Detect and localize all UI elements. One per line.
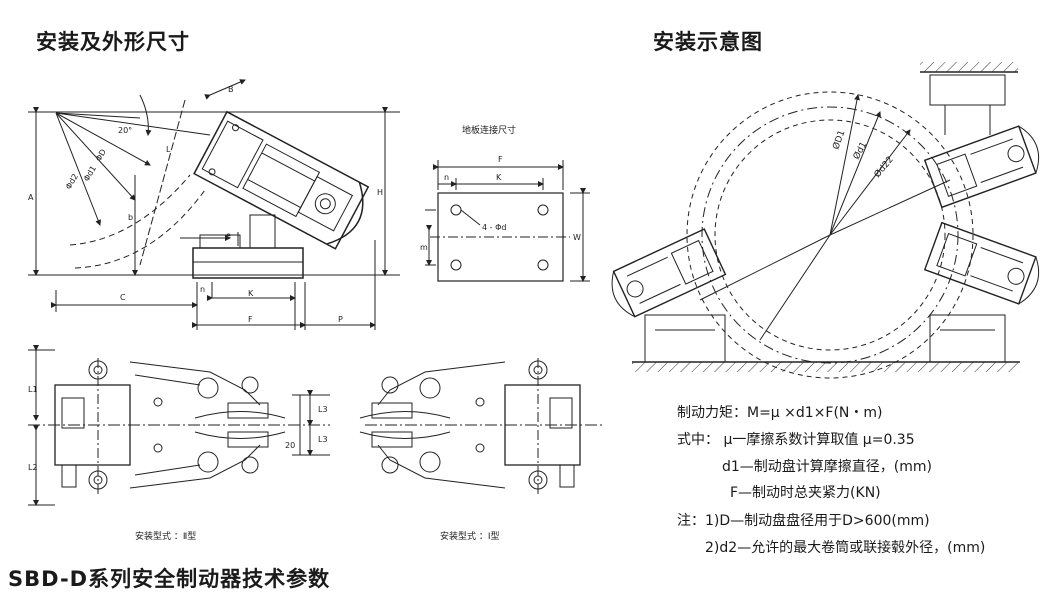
- floor-plate-drawing: [425, 160, 590, 282]
- label-L: L: [166, 145, 171, 154]
- type2-caption: 安装型式 ：Ⅱ型: [135, 530, 196, 542]
- label-F: F: [248, 315, 253, 324]
- circle-label-D1: ØD1: [830, 129, 847, 151]
- circle-label-d1: Ød1: [851, 140, 869, 162]
- floor-plate-labels: 地板连接尺寸 F K n W m 4 - Φd: [420, 124, 581, 252]
- floor-label-F: F: [498, 155, 503, 164]
- label-B: B: [228, 85, 234, 94]
- formula-line-1: 制动力矩：M=μ ×d1×F(N・m): [677, 405, 883, 421]
- section-title-install-diagram: 安装示意图: [653, 30, 763, 54]
- floor-label-n: n: [444, 173, 449, 182]
- type2-label-L3b: L3: [318, 435, 328, 444]
- formula-line-6: 2)d2—允许的最大卷筒或联接毂外径，(mm): [705, 540, 986, 556]
- floor-label-holes: 4 - Φd: [482, 223, 506, 232]
- type2-label-L2: L2: [28, 463, 38, 472]
- floor-label-m: m: [420, 243, 428, 252]
- circle-label-d22: Ød22: [872, 154, 896, 180]
- label-angle: 20°: [118, 126, 132, 135]
- install-diagram-labels: ØD1 Ød1 Ød22: [830, 129, 895, 180]
- label-e: e: [226, 231, 231, 240]
- type2-label-L3a: L3: [318, 405, 328, 414]
- floor-plate-title: 地板连接尺寸: [462, 124, 516, 136]
- section-title-install-dimensions: 安装及外形尺寸: [36, 30, 190, 54]
- label-phid2: Φd2: [64, 172, 80, 191]
- label-n: n: [200, 285, 205, 294]
- floor-label-W: W: [573, 233, 581, 242]
- label-H: H: [377, 188, 383, 197]
- formula-line-3: d1—制动盘计算摩擦直径，(mm): [722, 459, 932, 475]
- install-type1-drawing: [359, 358, 605, 495]
- formula-line-2: 式中： μ一摩擦系数计算取值 μ=0.35: [677, 432, 915, 448]
- label-phid1: Φd1: [82, 164, 98, 183]
- label-A: A: [28, 193, 34, 202]
- dimension-drawing: [28, 79, 400, 330]
- label-b: b: [128, 213, 133, 222]
- section-title-tech-params: SBD-D系列安全制动器技术参数: [8, 567, 331, 591]
- label-P: P: [338, 315, 343, 324]
- type2-label-L1: L1: [28, 385, 38, 394]
- floor-label-K: K: [496, 173, 502, 182]
- formula-line-4: F—制动时总夹紧力(KN): [730, 485, 881, 501]
- type1-caption: 安装型式 ：Ⅰ型: [440, 530, 500, 542]
- label-phiD: ΦD: [94, 148, 108, 163]
- label-C: C: [120, 293, 126, 302]
- label-K: K: [248, 289, 254, 298]
- install-diagram: [611, 62, 1040, 379]
- type2-label-20: 20: [285, 441, 295, 450]
- formula-line-5: 注：1)D—制动盘盘径用于D>600(mm): [677, 513, 930, 529]
- install-type2-labels: L1 L2 L3 L3 20 安装型式 ：Ⅱ型: [28, 385, 328, 542]
- install-type2-drawing: [28, 345, 330, 506]
